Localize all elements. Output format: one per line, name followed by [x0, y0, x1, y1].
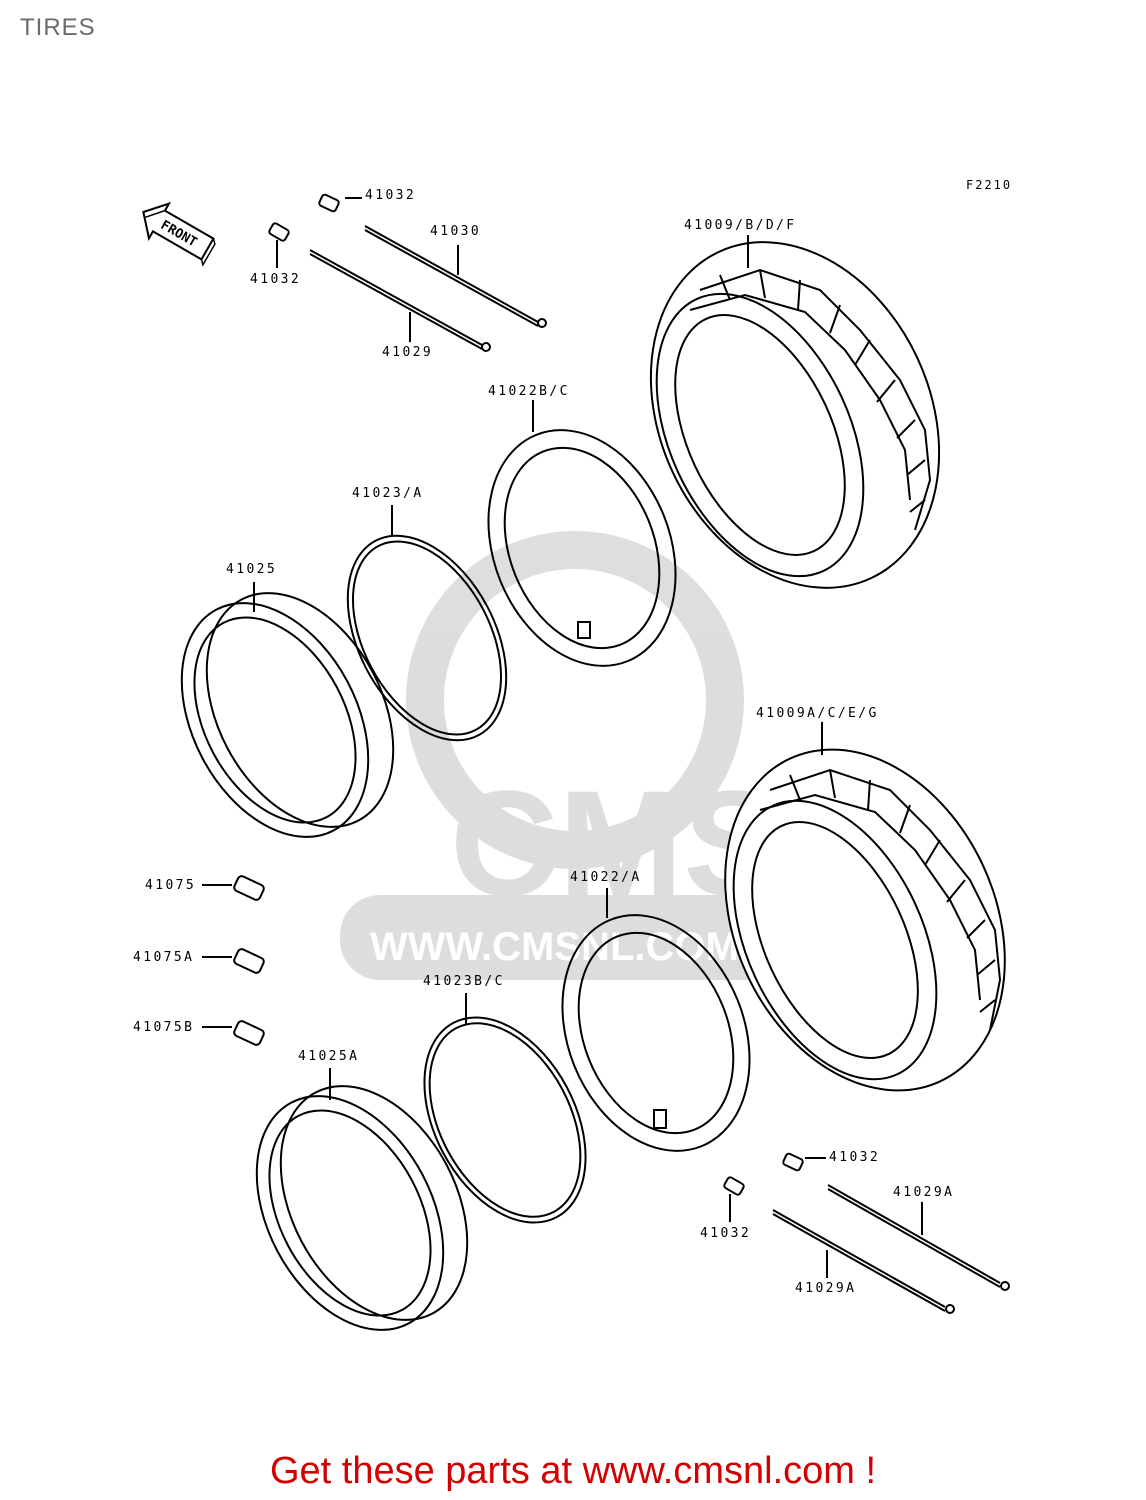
part-label: 41075 — [145, 878, 197, 893]
tire-icon — [724, 722, 1006, 1092]
part-label: 41032 — [250, 272, 302, 287]
footer-link[interactable]: Get these parts at www.cmsnl.com ! — [269, 1450, 877, 1492]
valve-stem-icon — [202, 875, 265, 1046]
page-title: TIRES — [20, 14, 96, 41]
valve-cap-icon — [723, 1152, 826, 1222]
part-label: 41009/B/D/F — [684, 218, 797, 233]
part-label: 41032 — [365, 188, 417, 203]
part-label: 41075A — [133, 950, 195, 965]
part-label: 41022/A — [570, 870, 642, 885]
part-label: 41025 — [226, 562, 278, 577]
part-label: 41025A — [298, 1049, 360, 1064]
part-label: 41032 — [700, 1226, 752, 1241]
spoke-icon — [772, 1184, 1010, 1314]
part-label: 41022B/C — [488, 384, 570, 399]
rim-icon — [180, 582, 395, 838]
part-label: 41029A — [893, 1185, 955, 1200]
figure-code: F2210 — [966, 178, 1013, 192]
inner-tube-icon — [561, 888, 751, 1152]
inner-tube-icon — [487, 400, 677, 667]
rim-band-icon — [423, 993, 587, 1224]
rim-icon — [255, 1068, 469, 1331]
watermark: CMS WWW.CMSNL.COM — [340, 531, 810, 980]
part-label: 41032 — [829, 1150, 881, 1165]
part-label: 41029 — [382, 345, 434, 360]
part-label: 41030 — [430, 224, 482, 239]
part-label: 41023B/C — [423, 974, 505, 989]
part-label: 41029A — [795, 1281, 857, 1296]
part-label: 41075B — [133, 1020, 195, 1035]
valve-cap-icon — [268, 193, 362, 268]
part-label: 41023/A — [352, 486, 424, 501]
spoke-icon — [309, 225, 547, 352]
part-label: 41009A/C/E/G — [756, 706, 879, 721]
tire-icon — [649, 235, 941, 589]
front-arrow-icon: FRONT — [142, 201, 216, 267]
